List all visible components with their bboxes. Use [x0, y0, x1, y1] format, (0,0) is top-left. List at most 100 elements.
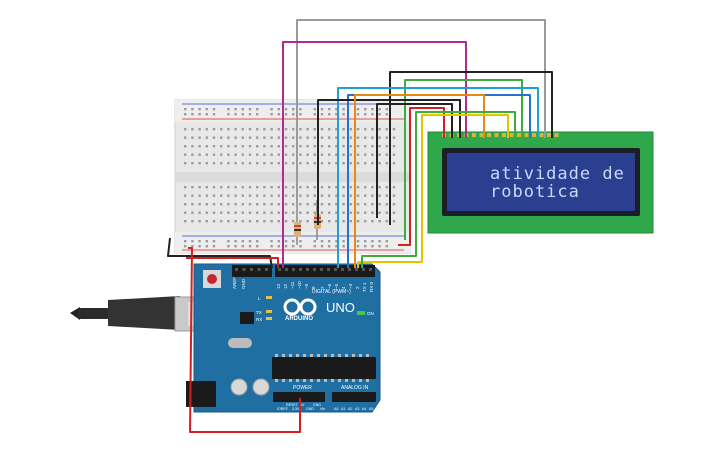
breadboard-hole: [220, 203, 223, 206]
pin-label-6: ~6: [327, 283, 332, 289]
wire-black-2[interactable]: [317, 99, 461, 225]
rail-hole: [335, 113, 338, 116]
rail-hole: [277, 113, 280, 116]
breadboard-hole: [371, 194, 374, 197]
arduino-uno-board[interactable]: AREF GND 13 12 ~11 ~10 ~9 8 7 ~6 ~5 4 ~3…: [186, 263, 381, 413]
breadboard-hole: [342, 136, 345, 139]
rail-hole: [313, 240, 316, 243]
breadboard-hole: [205, 145, 208, 148]
wire-green-1[interactable]: [404, 79, 523, 240]
breadboard[interactable]: [174, 99, 411, 254]
breadboard-hole: [335, 203, 338, 206]
wire-red-lcd[interactable]: [398, 107, 445, 246]
breadboard-hole: [234, 194, 237, 197]
wire-black-3[interactable]: [376, 103, 453, 218]
wire-green-2[interactable]: [361, 111, 516, 268]
rail-hole: [241, 240, 244, 243]
usb-chip: [240, 312, 254, 324]
header-pin: [257, 268, 261, 271]
wire-gray[interactable]: [296, 19, 546, 200]
breadboard-hole: [270, 162, 273, 165]
breadboard-hole: [292, 162, 295, 165]
rail-hole: [198, 113, 201, 116]
breadboard-hole: [349, 162, 352, 165]
lcd-pin: [517, 133, 521, 137]
header-digital: [275, 265, 375, 277]
breadboard-hole: [385, 211, 388, 214]
led-l: [266, 296, 272, 299]
breadboard-hole: [328, 203, 331, 206]
breadboard-hole: [263, 153, 266, 156]
chip-pin: [352, 354, 355, 357]
breadboard-hole: [184, 162, 187, 165]
breadboard-hole: [371, 186, 374, 189]
rail-hole: [292, 240, 295, 243]
breadboard-hole: [364, 128, 367, 131]
breadboard-hole: [184, 220, 187, 223]
breadboard-hole: [248, 211, 252, 214]
pin-label-0: RX 0: [369, 281, 374, 292]
lcd-pin: [494, 133, 499, 137]
breadboard-hole: [198, 162, 201, 165]
header-pin: [235, 268, 238, 271]
pin-label-5v: 5V: [300, 403, 305, 407]
chip-pin: [338, 354, 341, 357]
breadboard-hole: [342, 203, 345, 206]
chip-pin: [275, 379, 278, 382]
resistor-1[interactable]: [294, 200, 301, 245]
pin-label-ioref: IOREF: [277, 407, 289, 411]
lcd-module[interactable]: atividade de robotica: [427, 131, 654, 234]
wire-black-4[interactable]: [167, 237, 273, 269]
breadboard-hole: [328, 194, 331, 197]
wire-black-1[interactable]: [389, 71, 553, 225]
breadboard-hole: [292, 153, 295, 156]
header-pin: [327, 268, 330, 271]
wire-red-power[interactable]: [188, 247, 301, 433]
breadboard-hole: [256, 220, 259, 223]
breadboard-hole: [220, 162, 223, 165]
header-pin: [320, 268, 323, 271]
reset-button-cap[interactable]: [207, 274, 217, 284]
breadboard-hole: [364, 153, 367, 156]
rail-hole: [313, 108, 316, 111]
breadboard-hole: [320, 220, 324, 223]
breadboard-hole: [385, 194, 388, 197]
breadboard-hole: [198, 136, 201, 139]
breadboard-hole: [212, 145, 216, 148]
pin-label-a0: A0: [334, 407, 338, 411]
rail-hole: [184, 108, 187, 111]
wire-cyan-1[interactable]: [337, 87, 539, 268]
wire-orange[interactable]: [354, 94, 485, 268]
rail-hole: [191, 113, 194, 116]
wire-red-5v[interactable]: [186, 257, 279, 268]
rail-hole: [371, 245, 374, 248]
breadboard-hole: [227, 211, 230, 214]
wire-magenta[interactable]: [282, 41, 467, 268]
led-rx-label: RX: [256, 317, 262, 322]
breadboard-hole: [184, 194, 187, 197]
power-label: POWER: [293, 385, 312, 391]
wire-yellow[interactable]: [357, 114, 509, 268]
pin-label-13: 13: [276, 283, 281, 289]
breadboard-hole: [371, 203, 374, 206]
rail-hole: [248, 108, 252, 111]
breadboard-hole: [328, 162, 331, 165]
breadboard-hole: [284, 136, 288, 139]
header-pin: [369, 268, 372, 271]
breadboard-hole: [184, 145, 187, 148]
breadboard-hole: [241, 186, 244, 189]
breadboard-hole: [277, 203, 280, 206]
breadboard-hole: [234, 186, 237, 189]
pin-label-3: ~3: [348, 283, 353, 289]
header-pin: [292, 268, 295, 271]
rail-hole: [371, 240, 374, 243]
breadboard-hole: [241, 162, 244, 165]
breadboard-hole: [184, 203, 187, 206]
rail-hole: [335, 108, 338, 111]
chip-pin: [317, 354, 320, 357]
breadboard-hole: [284, 186, 288, 189]
pin-label-gnd-2: GND: [313, 403, 321, 407]
rail-hole: [371, 113, 374, 116]
breadboard-hole: [378, 186, 381, 189]
